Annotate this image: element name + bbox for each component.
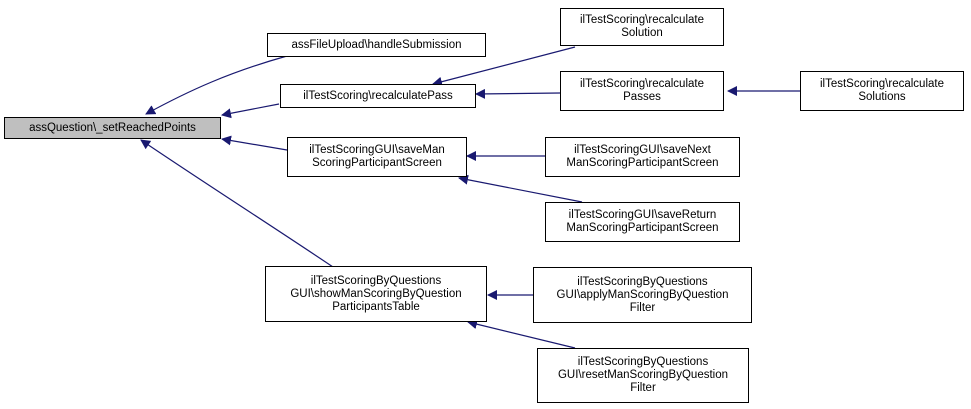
node-show-man-scoring-table[interactable]: ilTestScoringByQuestions GUI\showManScor… (265, 266, 487, 322)
node-recalculate-pass[interactable]: ilTestScoring\recalculatePass (280, 84, 476, 108)
edge-reset-filter-to-show-table (467, 319, 576, 349)
node-save-next-man-scoring-label: ilTestScoringGUI\saveNext ManScoringPart… (566, 144, 719, 169)
node-handle-submission-label: assFileUpload\handleSubmission (291, 38, 462, 51)
node-show-man-scoring-table-label: ilTestScoringByQuestions GUI\showManScor… (290, 274, 462, 313)
edge-recalculate-passes-to-recalculate-pass (475, 88, 561, 99)
node-recalculate-passes[interactable]: ilTestScoring\recalculate Passes (560, 71, 724, 111)
node-recalculate-solutions-label: ilTestScoring\recalculate Solutions (819, 78, 944, 103)
node-set-reached-points-label: assQuestion\_setReachedPoints (29, 121, 196, 134)
node-reset-man-scoring-filter[interactable]: ilTestScoringByQuestions GUI\resetManSco… (537, 348, 749, 403)
node-recalculate-solutions[interactable]: ilTestScoring\recalculate Solutions (800, 71, 964, 111)
node-set-reached-points[interactable]: assQuestion\_setReachedPoints (4, 117, 221, 139)
node-apply-man-scoring-filter[interactable]: ilTestScoringByQuestions GUI\applyManSco… (533, 267, 752, 323)
call-edges (140, 46, 800, 349)
node-recalculate-pass-label: ilTestScoring\recalculatePass (303, 89, 453, 102)
edge-handle-submission-to-root (145, 55, 288, 115)
node-recalculate-solution[interactable]: ilTestScoring\recalculate Solution (560, 8, 724, 46)
edge-save-return-to-save-man (458, 174, 583, 203)
node-save-return-man-scoring-label: ilTestScoringGUI\saveReturn ManScoringPa… (566, 209, 719, 234)
edge-save-man-scoring-to-root (221, 135, 288, 151)
node-recalculate-passes-label: ilTestScoring\recalculate Passes (579, 78, 704, 103)
edge-show-man-scoring-table-to-root (140, 139, 334, 268)
node-save-return-man-scoring[interactable]: ilTestScoringGUI\saveReturn ManScoringPa… (545, 202, 740, 242)
node-handle-submission[interactable]: assFileUpload\handleSubmission (267, 33, 486, 57)
edge-recalculate-pass-to-root (221, 103, 280, 119)
node-save-man-scoring[interactable]: ilTestScoringGUI\saveMan ScoringParticip… (287, 137, 467, 177)
node-apply-man-scoring-filter-label: ilTestScoringByQuestions GUI\applyManSco… (556, 275, 729, 314)
node-reset-man-scoring-filter-label: ilTestScoringByQuestions GUI\resetManSco… (557, 356, 729, 394)
node-save-next-man-scoring[interactable]: ilTestScoringGUI\saveNext ManScoringPart… (545, 137, 740, 177)
node-save-man-scoring-label: ilTestScoringGUI\saveMan ScoringParticip… (309, 144, 445, 169)
edge-recalculate-solution-to-recalculate-pass (432, 46, 576, 87)
node-recalculate-solution-label: ilTestScoring\recalculate Solution (579, 14, 704, 39)
